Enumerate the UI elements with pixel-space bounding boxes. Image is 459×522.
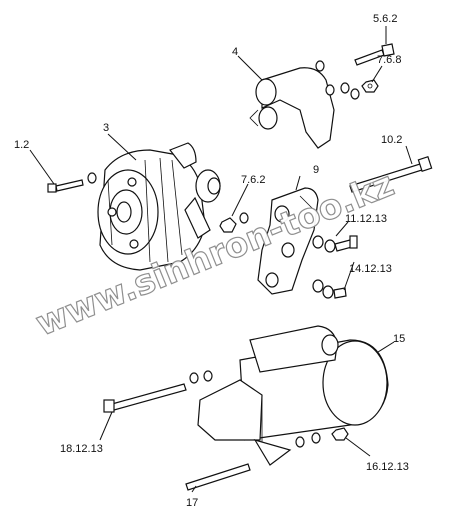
- callout-17: 17: [186, 497, 198, 509]
- bolt-5-6-2: [354, 43, 395, 66]
- callout-10-2: 10.2: [381, 134, 402, 146]
- screw-11-12-13: [312, 235, 358, 253]
- bracket-assembly-4: [249, 60, 360, 149]
- callout-15: 15: [393, 333, 405, 345]
- alternator-3: [97, 142, 221, 271]
- callout-11-12-13: 11.12.13: [345, 213, 387, 225]
- nut-7-6-8: [361, 79, 379, 93]
- stud-17: [185, 463, 251, 491]
- callout-18-12-13: 18.12.13: [60, 443, 103, 455]
- callout-4: 4: [232, 46, 238, 58]
- bolt-1-2: [47, 172, 97, 193]
- bolt-10-2: [349, 155, 433, 193]
- leader-lines: [29, 26, 413, 493]
- callout-7-6-8: 7.6.8: [377, 54, 401, 66]
- callout-1-2: 1.2: [14, 139, 29, 151]
- callout-7-6-2: 7.6.2: [241, 174, 265, 186]
- callout-5-6-2: 5.6.2: [373, 13, 397, 25]
- bracket-9: [257, 187, 319, 295]
- callout-14-12-13: 14.12.13: [349, 263, 392, 275]
- starter-motor-15: [189, 325, 389, 466]
- bolt-18-12-13: [103, 383, 187, 413]
- nut-7-6-2: [219, 212, 249, 233]
- callout-3: 3: [103, 122, 109, 134]
- screw-14-12-13: [312, 279, 347, 299]
- callout-9: 9: [313, 164, 319, 176]
- callout-16-12-13: 16.12.13: [366, 461, 409, 473]
